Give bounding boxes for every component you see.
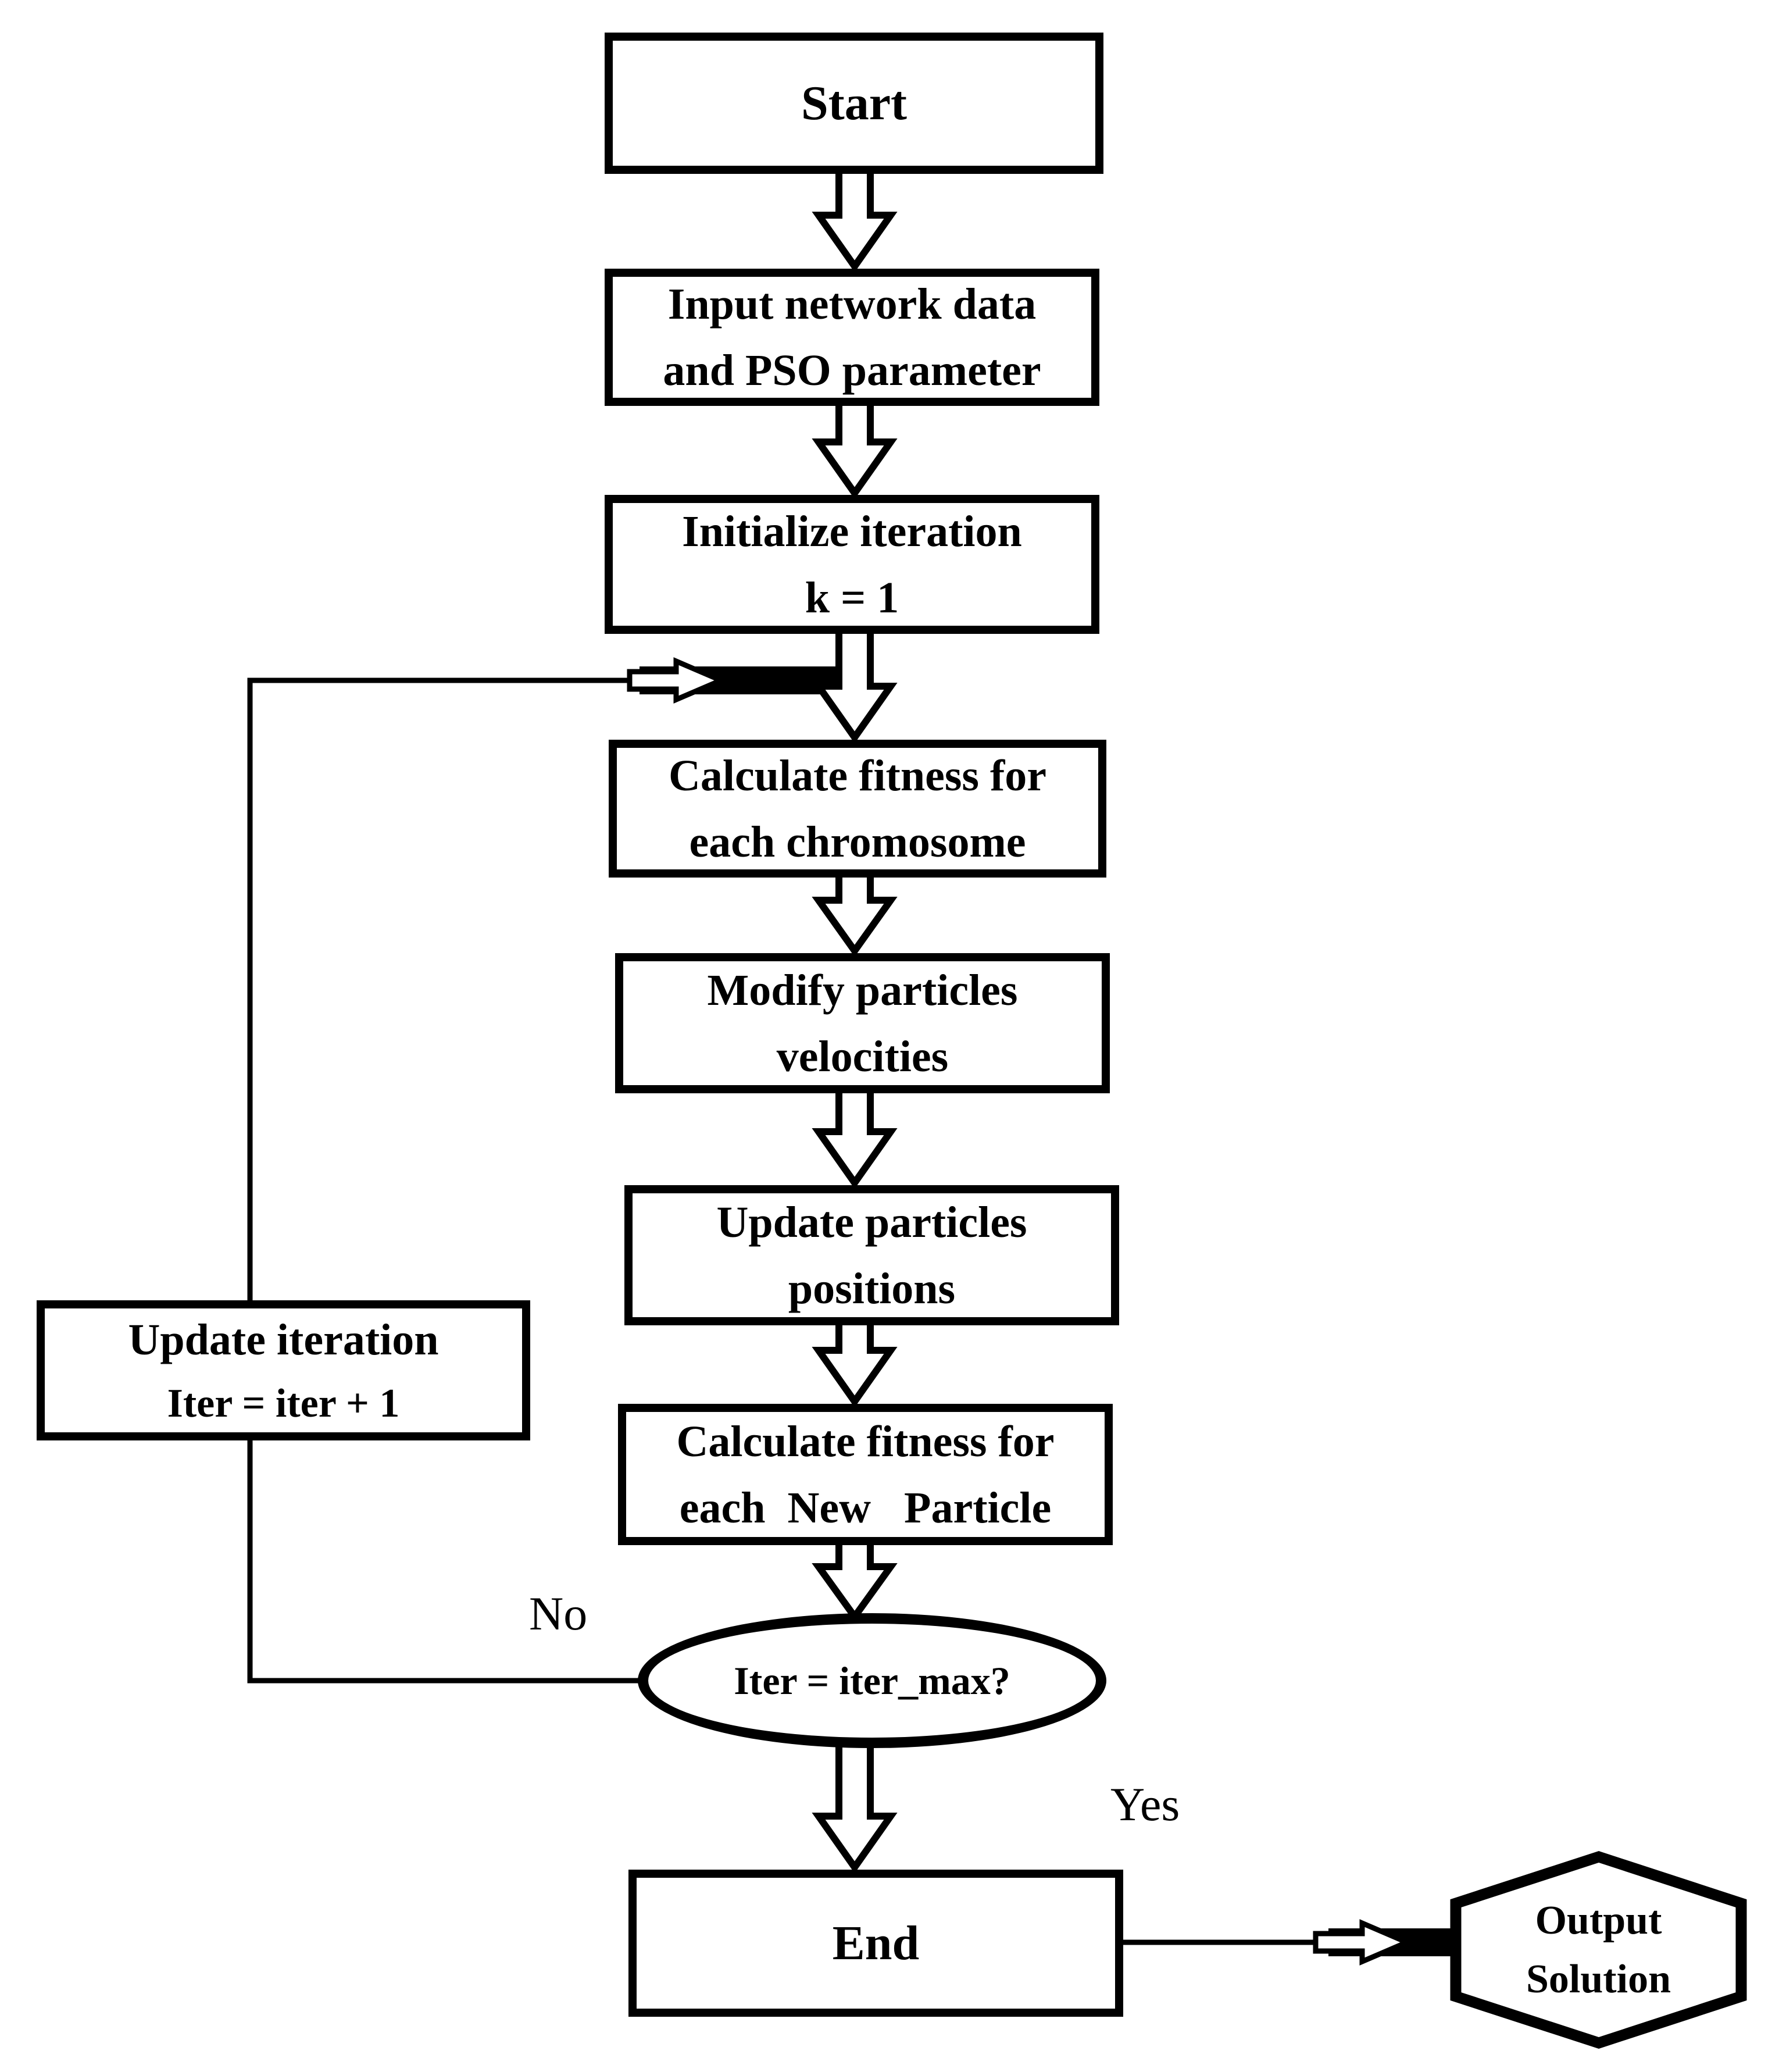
end-label: End (832, 1916, 920, 1970)
output-solution-hexagon (1450, 1851, 1747, 2049)
output-solution-line2: Solution (1526, 1957, 1671, 2002)
calc-fitness-chromosome-line2: each chromosome (689, 817, 1026, 866)
end-node: End (628, 1870, 1123, 2017)
initialize-line1: Initialize iteration (682, 507, 1022, 556)
decision-label: Iter = iter_max? (734, 1659, 1010, 1703)
arrow-update-to-fitness-new (812, 1317, 898, 1408)
modify-velocities-node: Modify particles velocities (615, 953, 1110, 1093)
initialize-iteration-node: Initialize iteration k = 1 (605, 495, 1099, 634)
calc-fitness-new-line2: each New Particle (679, 1483, 1052, 1532)
update-positions-line2: positions (788, 1264, 956, 1313)
modify-velocities-line1: Modify particles (707, 965, 1018, 1015)
no-branch-label: No (529, 1587, 588, 1640)
calc-fitness-new-particle-node: Calculate fitness for each New Particle (618, 1404, 1113, 1545)
output-solution-line1: Output (1535, 1898, 1662, 1943)
output-arrow-icon (1313, 1919, 1414, 1966)
start-node: Start (605, 33, 1103, 174)
start-label: Start (801, 76, 907, 130)
update-iteration-node: Update iteration Iter = iter + 1 (37, 1300, 530, 1440)
feedback-merge-arrow-icon (627, 657, 728, 704)
calc-fitness-chromosome-node: Calculate fitness for each chromosome (609, 740, 1106, 878)
input-data-node: Input network data and PSO parameter (605, 269, 1099, 406)
output-solution-text: Output Solution (1456, 1857, 1741, 2043)
update-positions-line1: Update particles (716, 1197, 1027, 1247)
decision-ellipse: Iter = iter_max? (638, 1613, 1106, 1748)
arrow-initialize-to-fitness (812, 626, 898, 744)
arrow-decision-to-end (812, 1740, 898, 1874)
update-iteration-line2: Iter = iter + 1 (167, 1381, 400, 1426)
update-positions-node: Update particles positions (624, 1185, 1119, 1325)
initialize-line2: k = 1 (805, 573, 899, 622)
input-data-line1: Input network data (667, 280, 1037, 329)
modify-velocities-line2: velocities (776, 1032, 949, 1081)
arrow-fitness-new-to-decision (812, 1538, 898, 1623)
calc-fitness-new-line1: Calculate fitness for (676, 1417, 1055, 1466)
feedback-loop-line (247, 677, 645, 1684)
arrow-fitness-to-modify (812, 869, 898, 957)
update-iteration-line1: Update iteration (128, 1315, 439, 1364)
yes-branch-label: Yes (1110, 1778, 1180, 1831)
calc-fitness-chromosome-line1: Calculate fitness for (668, 751, 1047, 800)
arrow-input-to-initialize (812, 398, 898, 500)
input-data-line2: and PSO parameter (663, 346, 1041, 395)
arrow-start-to-input (812, 165, 898, 273)
arrow-modify-to-update (812, 1085, 898, 1189)
